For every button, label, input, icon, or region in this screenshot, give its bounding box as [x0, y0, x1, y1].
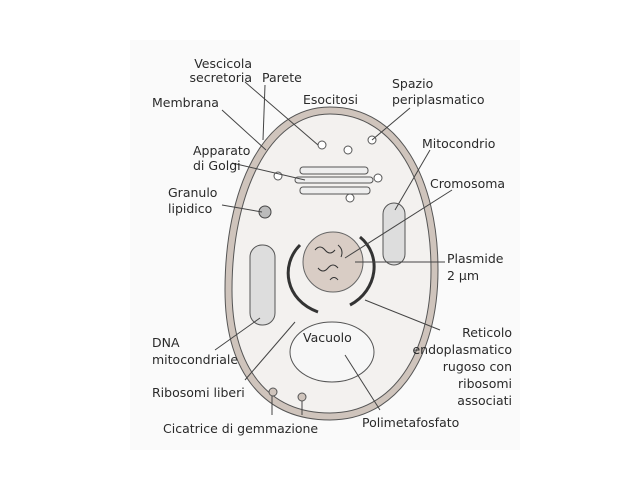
- label-golgi-1: Apparato: [193, 143, 250, 158]
- chromosomes: [314, 244, 343, 281]
- label-reticolo-3: rugoso con: [443, 359, 512, 374]
- label-cicatrice: Cicatrice di gemmazione: [163, 421, 318, 436]
- bud-scar: [297, 392, 307, 402]
- label-plasmide-1: Plasmide: [447, 251, 504, 266]
- nucleus: [302, 231, 364, 293]
- label-polimetafosfato: Polimetafosfato: [362, 415, 459, 430]
- vesicles: [273, 135, 383, 203]
- label-vescicola-1: Vescicola: [194, 56, 252, 71]
- label-dna-2: mitocondriale: [152, 352, 238, 367]
- label-golgi-2: di Golgi: [193, 158, 241, 173]
- label-parete: Parete: [262, 70, 302, 85]
- label-vacuolo: Vacuolo: [303, 330, 352, 345]
- label-reticolo-5: associati: [457, 393, 512, 408]
- label-vescicola-2: secretoria: [190, 70, 252, 85]
- label-reticolo-1: Reticolo: [462, 325, 512, 340]
- label-spazio-1: Spazio: [392, 76, 433, 91]
- label-esocitosi: Esocitosi: [303, 92, 358, 107]
- label-reticolo-4: ribosomi: [458, 376, 512, 391]
- leader-lines: [214, 81, 453, 415]
- endoplasmic-reticulum: [286, 235, 376, 314]
- label-ribosomi-liberi: Ribosomi liberi: [152, 385, 245, 400]
- label-dna-1: DNA: [152, 335, 180, 350]
- label-spazio-2: periplasmatico: [392, 92, 485, 107]
- label-mitocondrio: Mitocondrio: [422, 136, 495, 151]
- bud-scar: [268, 387, 278, 397]
- label-plasmide-2: 2 µm: [447, 268, 479, 283]
- golgi-apparatus: [294, 166, 374, 195]
- mitochondrion-left: [249, 244, 276, 326]
- label-granulo-2: lipidico: [168, 201, 212, 216]
- label-membrana: Membrana: [152, 95, 219, 110]
- label-reticolo-2: endoplasmatico: [412, 342, 512, 357]
- label-cromosoma: Cromosoma: [430, 176, 505, 191]
- mitochondrion-right: [382, 202, 406, 266]
- label-granulo-1: Granulo: [168, 185, 217, 200]
- lipid-granule: [258, 205, 272, 219]
